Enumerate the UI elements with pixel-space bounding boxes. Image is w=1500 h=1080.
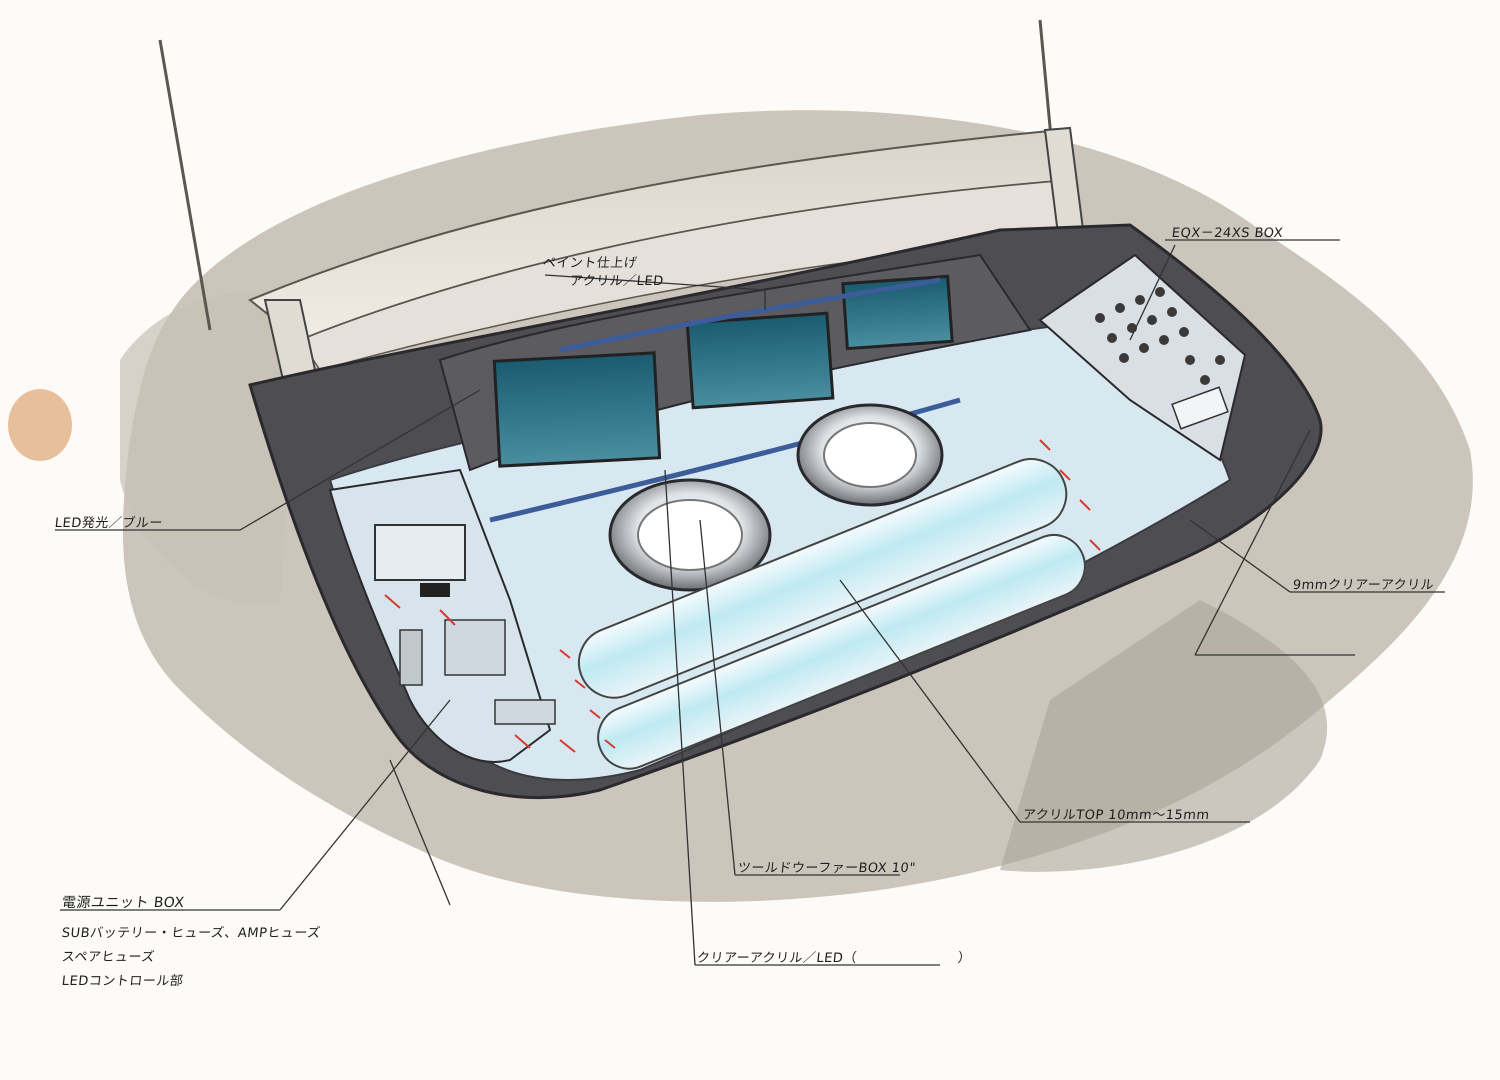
annotation-led-control: LEDコントロール部 [61, 974, 185, 989]
power-unit-panel [328, 468, 576, 763]
screen-panel [438, 253, 1032, 523]
annotation-subwoofer-box: ツールドウーファーBOX 10" [737, 861, 917, 876]
eqx-box [1038, 253, 1247, 462]
annotation-paint-finish: ペイント仕上げ [542, 256, 639, 271]
red-led-marks [559, 439, 1101, 749]
annotation-power-unit-box: 電源ユニット BOX [61, 895, 186, 911]
led-tubes [577, 458, 1086, 770]
orange-stain [8, 389, 72, 461]
annotation-sub-battery: SUBバッテリー・ヒューズ、AMPヒューズ [61, 926, 322, 941]
annotation-eqx-box: EQX－24XS BOX [1171, 226, 1284, 241]
annotation-acrylic-top: アクリルTOP 10mm～15mm [1022, 808, 1211, 823]
annotation-spare-fuse: スペアヒューズ [61, 950, 156, 965]
annotation-clear-acrylic-led-close: ） [957, 951, 973, 966]
leader-lines [55, 239, 1445, 966]
annotation-acrylic-led: アクリル／LED [569, 274, 665, 289]
annotation-clear-acrylic-led: クリアーアクリル／LED（ [696, 951, 858, 966]
subwoofers [608, 403, 944, 592]
annotation-clear-acrylic-9mm: 9mmクリアーアクリル [1292, 578, 1435, 593]
annotation-led-blue: LED発光／ブルー [54, 516, 164, 531]
